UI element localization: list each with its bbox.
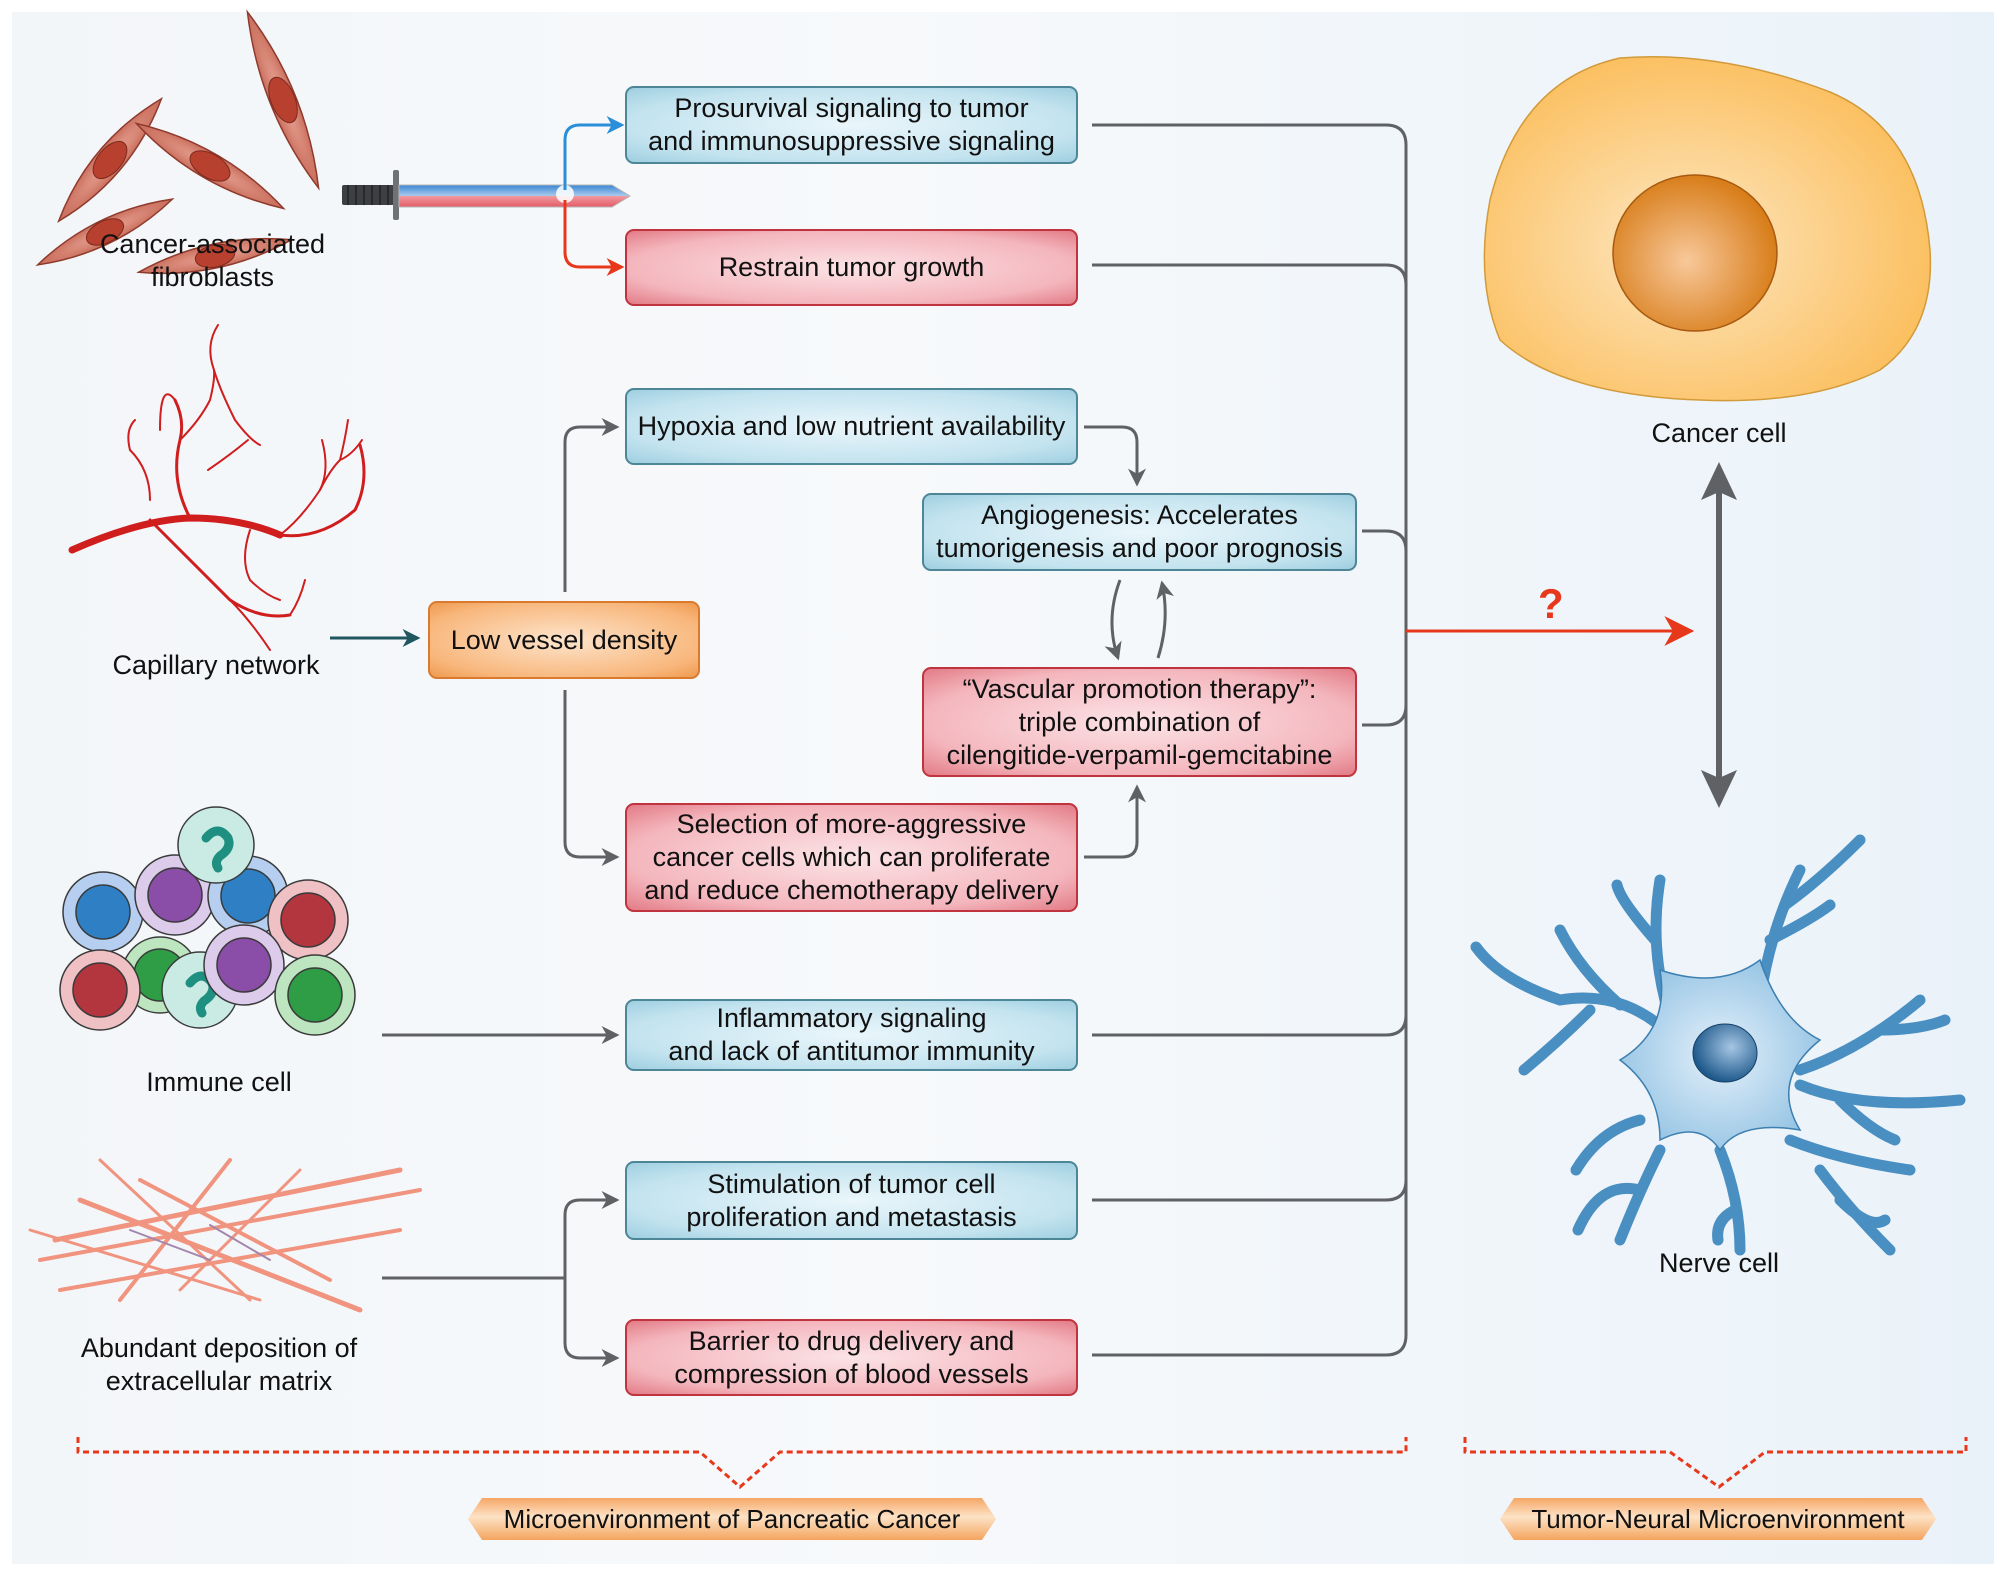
box-vpt-line3: cilengitide-verpamil-gemcitabine bbox=[946, 739, 1333, 770]
ecm-label: Abundant deposition of extracellular mat… bbox=[60, 1332, 378, 1398]
fibroblast-icon bbox=[35, 9, 320, 275]
box-angiogenesis-line1: Angiogenesis: Accelerates bbox=[981, 500, 1298, 530]
fibroblasts-label-line2: fibroblasts bbox=[150, 262, 275, 292]
tag-tumor-neural-microenvironment: Tumor-Neural Microenvironment bbox=[1500, 1498, 1936, 1540]
box-restrain: Restrain tumor growth bbox=[625, 229, 1078, 306]
ecm-label-line2: extracellular matrix bbox=[105, 1366, 333, 1396]
antitumor-arrow bbox=[563, 200, 625, 276]
ecm-to-stimulation-arrow bbox=[563, 1191, 620, 1278]
box-stimulation-line2: proliferation and metastasis bbox=[686, 1201, 1017, 1232]
fibroblasts-label: Cancer-associated fibroblasts bbox=[80, 228, 345, 294]
nerve-cell-icon bbox=[1470, 834, 1966, 1256]
box-vpt-line2: triple combination of bbox=[1018, 706, 1261, 737]
box-inflammatory-line2: and lack of antitumor immunity bbox=[668, 1036, 1035, 1066]
angiogenesis-to-vpt-arrow bbox=[1104, 579, 1122, 661]
double-edged-sword-icon bbox=[342, 170, 631, 220]
box-vascular-promotion-therapy: “Vascular promotion therapy”:triple comb… bbox=[922, 667, 1357, 777]
box-barrier-line1: Barrier to drug delivery and bbox=[688, 1325, 1015, 1356]
box-prosurvival-line2: and immunosuppressive signaling bbox=[648, 126, 1055, 156]
ecm-label-line1: Abundant deposition of bbox=[80, 1333, 358, 1363]
arrow-up-head bbox=[1701, 462, 1737, 500]
cancer-cell-label: Cancer cell bbox=[1651, 418, 1787, 448]
selection-to-vpt-arrow bbox=[1084, 784, 1146, 859]
box-angiogenesis-line2: tumorigenesis and poor prognosis bbox=[936, 533, 1343, 563]
capillary-label: Capillary network bbox=[112, 650, 320, 680]
box-low-vessel-density: Low vessel density bbox=[428, 601, 700, 679]
tag-pancreatic-microenvironment: Microenvironment of Pancreatic Cancer bbox=[468, 1498, 996, 1540]
low-vessel-to-selection-arrow bbox=[563, 690, 620, 866]
immune-label: Immune cell bbox=[146, 1067, 292, 1097]
neural-bracket bbox=[1463, 1437, 1968, 1489]
hypoxia-to-angiogenesis-arrow bbox=[1084, 425, 1146, 487]
ecm-to-barrier-arrow bbox=[563, 1278, 620, 1367]
box-hypoxia-line1: Hypoxia and low nutrient availability bbox=[637, 411, 1066, 441]
cancer-cell-icon bbox=[1483, 56, 1932, 402]
box-barrier-line2: compression of blood vessels bbox=[674, 1358, 1029, 1389]
tme-bracket bbox=[76, 1437, 1408, 1489]
immune-cells-icon bbox=[59, 806, 356, 1036]
low-vessel-to-hypoxia-arrow bbox=[563, 418, 620, 592]
box-vpt-line1: “Vascular promotion therapy”: bbox=[962, 673, 1317, 704]
box-selection-line3: and reduce chemotherapy delivery bbox=[644, 875, 1059, 905]
box-selection-line2: cancer cells which can proliferate bbox=[652, 842, 1051, 872]
arrow-down-head bbox=[1701, 770, 1737, 808]
box-hypoxia: Hypoxia and low nutrient availability bbox=[625, 388, 1078, 465]
nerve-cell-label: Nerve cell bbox=[1658, 1248, 1780, 1278]
capillary-network-icon bbox=[68, 324, 366, 651]
fibroblasts-label-line1: Cancer-associated bbox=[99, 229, 326, 259]
collector-lines bbox=[1092, 123, 1408, 1357]
box-inflammatory-line1: Inflammatory signaling bbox=[716, 1003, 987, 1033]
box-low-vessel-line1: Low vessel density bbox=[450, 624, 678, 655]
box-stimulation-line1: Stimulation of tumor cell bbox=[707, 1168, 996, 1199]
box-prosurvival-line1: Prosurvival signaling to tumor bbox=[674, 93, 1029, 123]
box-restrain-line1: Restrain tumor growth bbox=[718, 252, 985, 282]
box-selection-line1: Selection of more-aggressive bbox=[676, 809, 1027, 839]
vpt-to-angiogenesis-arrow bbox=[1156, 580, 1175, 659]
extracellular-matrix-icon bbox=[28, 1158, 422, 1313]
protumor-arrow bbox=[563, 116, 625, 190]
question-mark: ? bbox=[1538, 580, 1564, 627]
